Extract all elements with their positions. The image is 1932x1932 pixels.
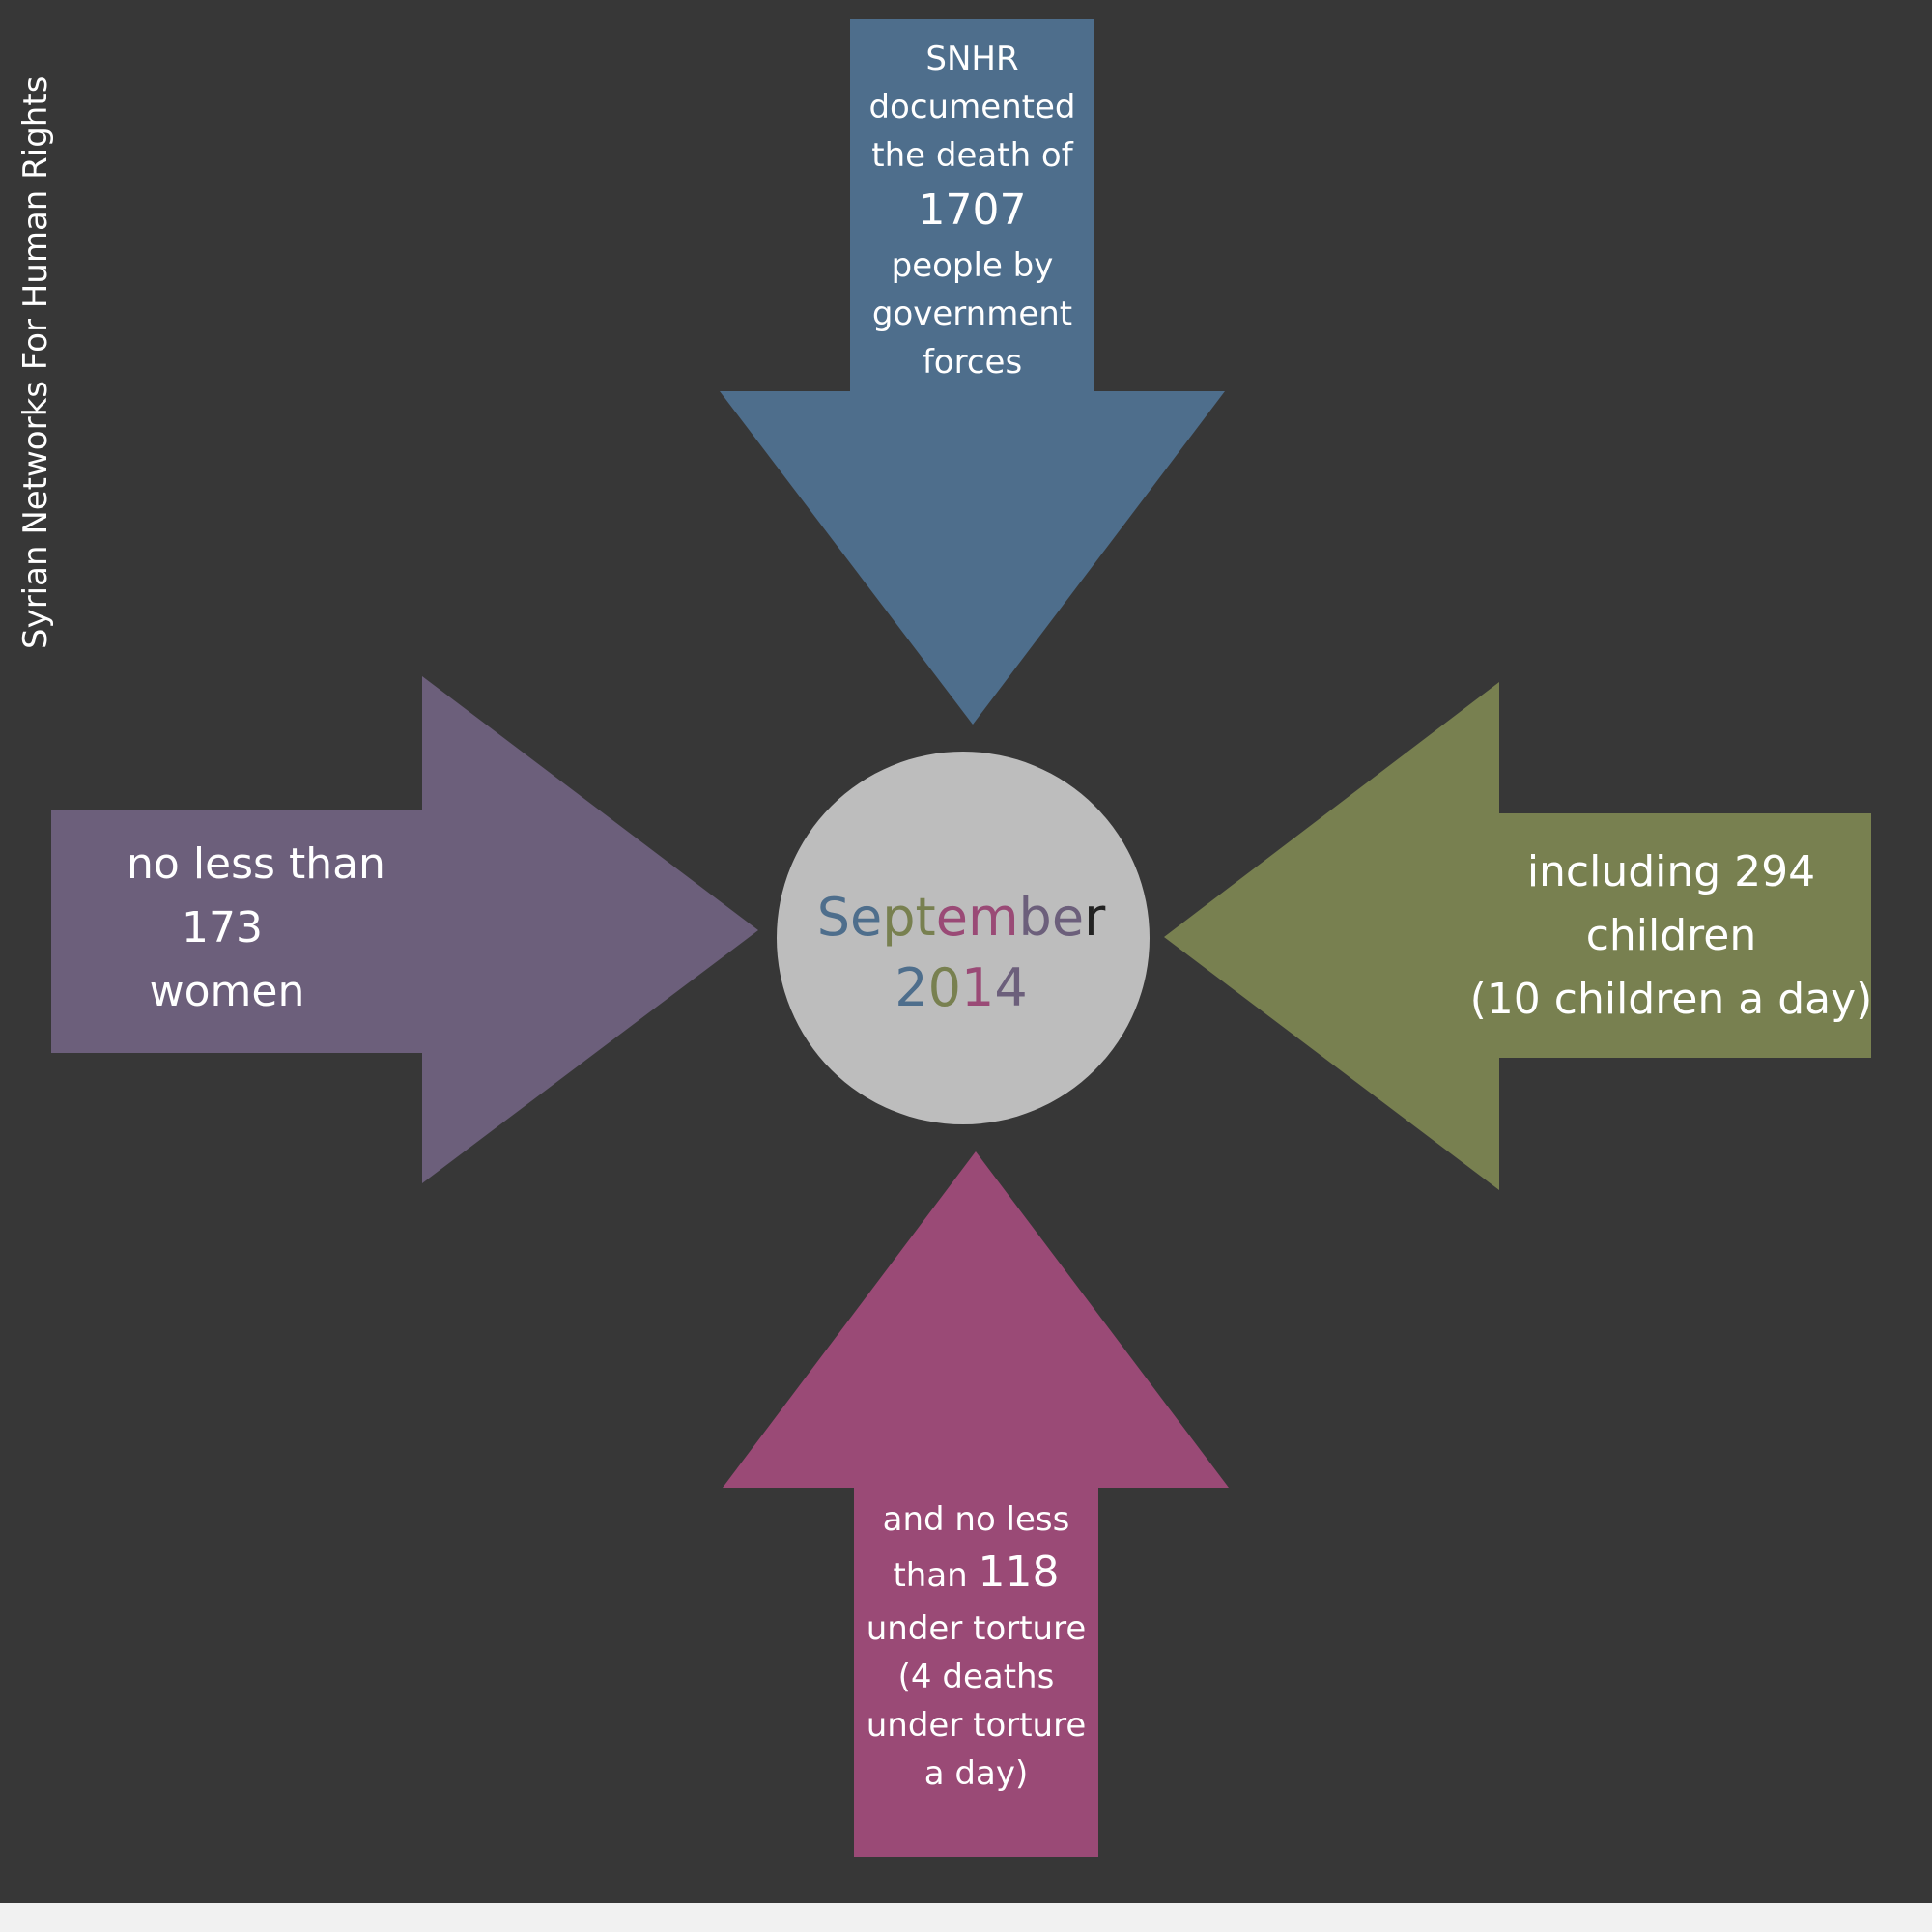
right-line-2: children — [1585, 911, 1757, 960]
month-letter: S — [816, 887, 850, 948]
right-line-3: (10 children a day) — [1469, 975, 1873, 1024]
year-digit: 2 — [895, 957, 928, 1018]
center-year: 2014 — [778, 956, 1145, 1020]
bottom-number-118: 118 — [978, 1548, 1060, 1597]
top-line-6: government — [871, 295, 1073, 333]
year-digit: 1 — [961, 957, 995, 1018]
top-number-1707: 1707 — [918, 185, 1027, 235]
arrow-right — [1164, 682, 1871, 1190]
center-month: September — [778, 879, 1145, 956]
month-letter: t — [915, 887, 936, 948]
bottom-line-2: than 118 — [854, 1544, 1098, 1605]
top-arrow-text: SNHR documented the death of 1707 people… — [850, 35, 1094, 386]
year-digit: 0 — [927, 957, 961, 1018]
bottom-line-6: a day) — [923, 1754, 1029, 1793]
center-circle — [777, 752, 1150, 1124]
year-digit: 4 — [994, 957, 1028, 1018]
left-arrow-text: no less than 173 women — [97, 833, 415, 1024]
left-line-3: women — [149, 967, 305, 1016]
arrow-bottom — [723, 1151, 1229, 1857]
month-letter: b — [1018, 887, 1052, 948]
left-line-1: no less than — [127, 839, 385, 889]
top-line-1: SNHR — [925, 40, 1019, 78]
bottom-line-1: and no less — [882, 1500, 1070, 1539]
month-letter: e — [1051, 887, 1085, 948]
top-line-5: people by — [891, 246, 1054, 285]
month-letter: e — [935, 887, 968, 948]
month-letter: m — [967, 887, 1019, 948]
month-letter: e — [850, 887, 883, 948]
arrow-left — [51, 676, 758, 1183]
bottom-line-2-prefix: than — [893, 1556, 968, 1595]
top-line-7: forces — [922, 343, 1023, 382]
month-letter: r — [1084, 887, 1106, 948]
top-line-2: documented — [868, 88, 1076, 127]
right-arrow-text: including 294 children (10 children a da… — [1454, 840, 1889, 1032]
right-line-1: including 294 — [1526, 847, 1816, 896]
top-line-3: the death of — [871, 136, 1073, 175]
bottom-line-5: under torture — [866, 1706, 1087, 1745]
bottom-line-3: under torture — [866, 1609, 1087, 1648]
bottom-arrow-text: and no less than 118 under torture (4 de… — [854, 1495, 1098, 1798]
arrow-top — [720, 19, 1225, 724]
bottom-line-4: (4 deaths — [897, 1658, 1055, 1696]
month-letter: p — [882, 887, 916, 948]
center-date: September 2014 — [778, 879, 1145, 1020]
left-number-173: 173 — [182, 903, 263, 952]
